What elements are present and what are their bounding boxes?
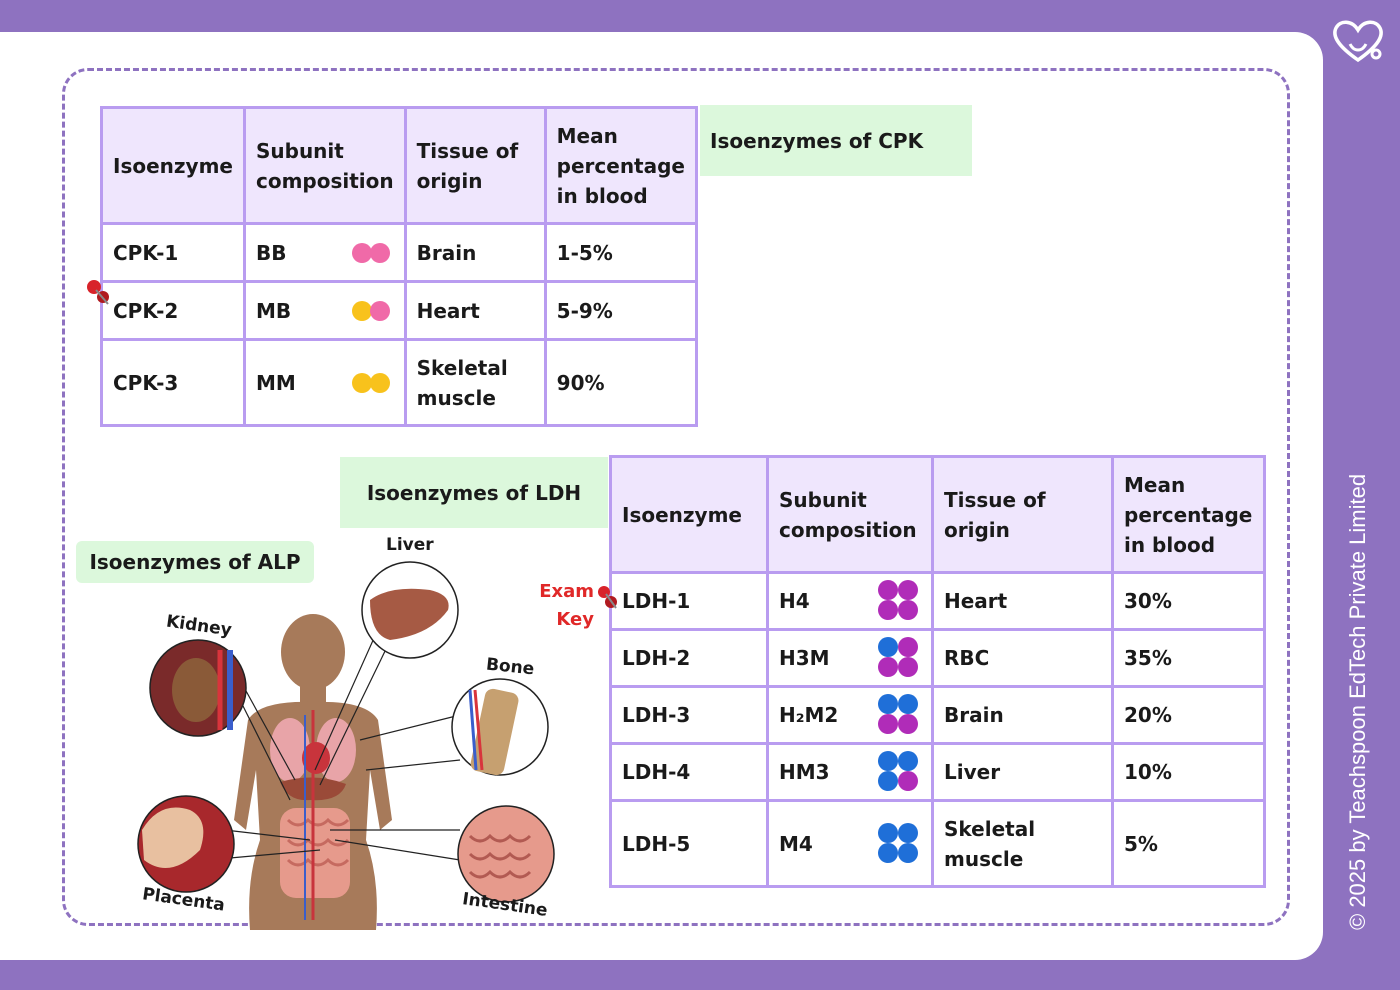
ldh-subunit: H4 [779, 589, 810, 613]
ldh-tissue: Liver [931, 742, 1114, 802]
copyright-text: © 2025 by Teachspoon EdTech Private Limi… [1345, 473, 1370, 930]
subunit-dots-icon [878, 580, 918, 620]
cpk-tissue: Heart [403, 280, 547, 341]
table-row: CPK-3 MM Skeletal muscle 90% [100, 338, 699, 427]
ldh-subunit: M4 [779, 831, 813, 856]
ldh-header-subunit: Subunit composition [766, 455, 934, 574]
cpk-percent: 1-5% [543, 222, 699, 283]
liver-circle [361, 561, 459, 659]
cpk-tissue: Skeletal muscle [403, 338, 547, 427]
ldh-table: Isoenzyme Subunit composition Tissue of … [609, 455, 1266, 888]
alp-section-label: Isoenzymes of ALP [76, 541, 314, 583]
intestine-circle [457, 805, 555, 903]
cpk-header-percent: Mean percentage in blood [543, 106, 699, 225]
ldh-percent: 20% [1111, 685, 1266, 745]
ldh-name: LDH-5 [609, 799, 769, 888]
cpk-header-tissue: Tissue of origin [403, 106, 547, 225]
cpk-subunit-cell: MB [242, 280, 407, 341]
kidney-circle [149, 639, 247, 737]
subunit-dots-icon [878, 751, 918, 791]
ldh-section-label: Isoenzymes of LDH [340, 457, 608, 528]
organ-label-liver: Liver [386, 535, 434, 555]
ldh-name: LDH-4 [609, 742, 769, 802]
dashed-frame [62, 68, 1290, 926]
table-row: LDH-5 M4 Skeletal muscle 5% [609, 799, 1266, 888]
ldh-header-row: Isoenzyme Subunit composition Tissue of … [609, 455, 1266, 574]
exam-key-note: Exam Key [536, 578, 594, 634]
subunit-dots-icon [878, 822, 918, 863]
pushpin-icon [598, 586, 617, 609]
subunit-dots-icon [351, 242, 390, 263]
ldh-subunit: H₂M2 [779, 703, 839, 727]
cpk-name: CPK-2 [100, 280, 246, 341]
cpk-percent: 90% [543, 338, 699, 427]
cpk-section-label: Isoenzymes of CPK [700, 105, 972, 176]
table-row: CPK-1 BB Brain 1-5% [100, 222, 699, 283]
ldh-name: LDH-3 [609, 685, 769, 745]
cpk-tissue: Brain [403, 222, 547, 283]
ldh-percent: 10% [1111, 742, 1266, 802]
ldh-name: LDH-2 [609, 628, 769, 688]
cpk-subunit: MM [255, 370, 296, 395]
cpk-subunit-cell: BB [242, 222, 407, 283]
ldh-percent: 35% [1111, 628, 1266, 688]
ldh-name: LDH-1 [609, 571, 769, 631]
table-row: LDH-1 H4 Heart 30% [609, 571, 1266, 631]
cpk-header-subunit: Subunit composition [242, 106, 407, 225]
exam-key-line1: Exam [539, 581, 594, 602]
placenta-circle [137, 795, 235, 893]
heart-stethoscope-icon [1333, 20, 1383, 63]
cpk-header-row: Isoenzyme Subunit composition Tissue of … [100, 106, 699, 225]
ldh-subunit-cell: HM3 [766, 742, 934, 802]
cpk-percent: 5-9% [543, 280, 699, 341]
table-row: LDH-3 H₂M2 Brain 20% [609, 685, 1266, 745]
body-organs-illustration [137, 561, 555, 930]
ldh-percent: 5% [1111, 799, 1266, 888]
bone-circle [451, 678, 549, 776]
ldh-tissue: Brain [931, 685, 1114, 745]
table-row: LDH-2 H3M RBC 35% [609, 628, 1266, 688]
ldh-header-isoenzyme: Isoenzyme [609, 455, 769, 574]
subunit-dots-icon [351, 300, 390, 321]
ldh-tissue: RBC [931, 628, 1114, 688]
subunit-dots-icon [878, 694, 918, 734]
subunit-dots-icon [351, 372, 390, 393]
cpk-header-isoenzyme: Isoenzyme [100, 106, 246, 225]
table-row: LDH-4 HM3 Liver 10% [609, 742, 1266, 802]
cpk-subunit: MB [255, 298, 292, 323]
female-body-figure [234, 614, 392, 930]
ldh-tissue: Heart [931, 571, 1114, 631]
ldh-subunit-cell: H₂M2 [766, 685, 934, 745]
ldh-subunit-cell: M4 [766, 799, 934, 888]
ldh-header-tissue: Tissue of origin [931, 455, 1114, 574]
ldh-subunit-cell: H4 [766, 571, 934, 631]
ldh-percent: 30% [1111, 571, 1266, 631]
cpk-name: CPK-1 [100, 222, 246, 283]
cpk-subunit-cell: MM [242, 338, 407, 427]
ldh-subunit: H3M [779, 646, 830, 670]
cpk-table: Isoenzyme Subunit composition Tissue of … [100, 106, 699, 427]
ldh-subunit-cell: H3M [766, 628, 934, 688]
ldh-tissue: Skeletal muscle [931, 799, 1114, 888]
subunit-dots-icon [878, 637, 918, 677]
table-row: CPK-2 MB Heart 5-9% [100, 280, 699, 341]
exam-key-line2: Key [556, 609, 594, 630]
cpk-subunit: BB [255, 240, 287, 265]
pushpin-icon [87, 280, 109, 305]
ldh-subunit: HM3 [779, 760, 830, 784]
cpk-name: CPK-3 [100, 338, 246, 427]
ldh-header-percent: Mean percentage in blood [1111, 455, 1266, 574]
